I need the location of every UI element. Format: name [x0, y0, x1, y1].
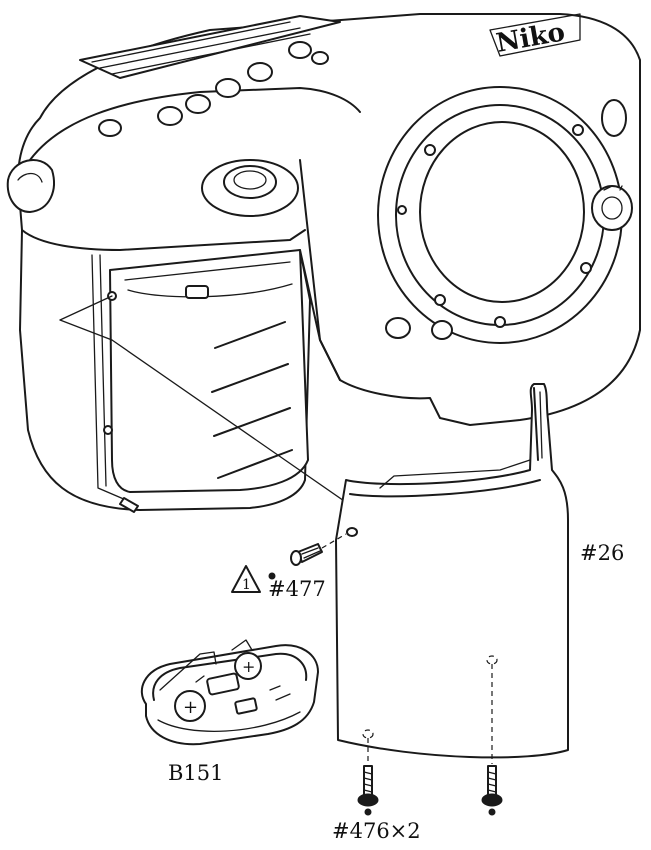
terminal-plus-2: + [242, 657, 255, 676]
lens-mount [377, 86, 623, 344]
camera-body: Niko [6, 13, 641, 513]
warning-number: 1 [242, 577, 251, 593]
grip-cover-part [335, 383, 569, 764]
label-26: #26 [580, 541, 624, 565]
label-476: #476×2 [332, 819, 421, 843]
warning-triangle: 1 [231, 565, 261, 593]
top-buttons [98, 41, 329, 137]
screw-477 [290, 533, 347, 566]
shutter-release [201, 159, 299, 217]
battery-cover-part: + + [141, 639, 319, 746]
terminal-plus-1: + [183, 697, 198, 718]
screw-476-right [481, 765, 503, 807]
label-477: #477 [268, 577, 326, 601]
label-b151: B151 [168, 761, 224, 785]
screw-476-left [357, 765, 379, 807]
